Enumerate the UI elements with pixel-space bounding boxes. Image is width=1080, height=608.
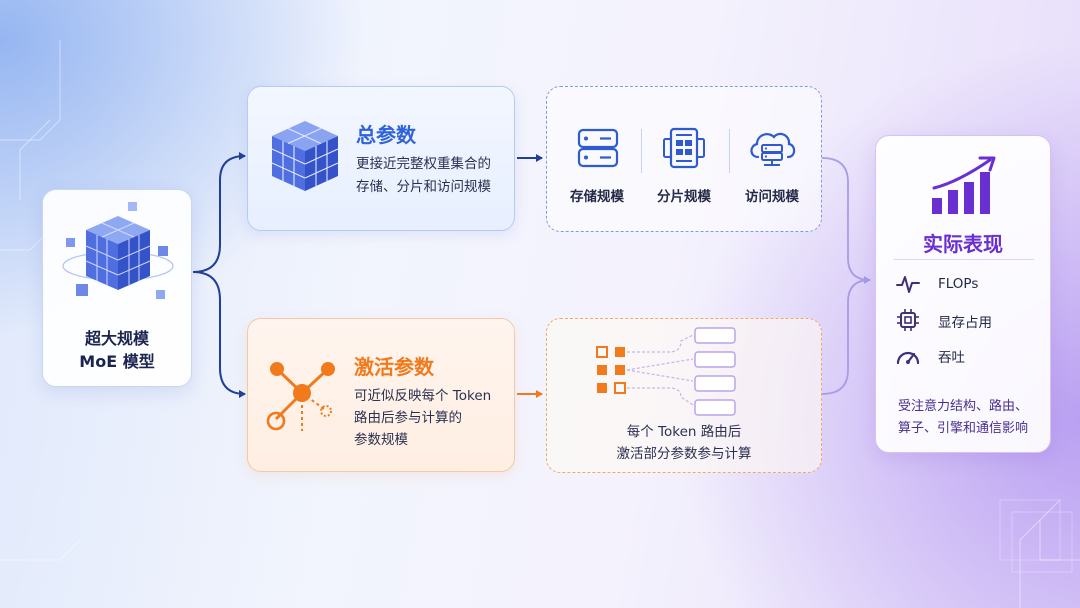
performance-item-memory: 显存占用: [938, 315, 992, 331]
routing-line1: 每个 Token 路由后: [626, 424, 742, 440]
divider: [641, 129, 642, 173]
divider: [894, 259, 1034, 260]
node-network-icon: [266, 362, 335, 431]
active-params-title: 激活参数: [354, 355, 434, 379]
active-params-card: 激活参数 可近似反映每个 Token 路由后参与计算的 参数规模: [247, 318, 515, 472]
total-params-card: 总参数 更接近完整权重集合的 存储、分片和访问规模: [247, 86, 515, 231]
active-params-desc-line3: 参数规模: [354, 432, 408, 448]
scale-box: 存储规模 分片规模 访问规模: [546, 86, 822, 232]
performance-item-throughput: 吞吐: [938, 350, 965, 366]
total-params-title: 总参数: [356, 123, 416, 147]
server-icon: [577, 128, 619, 168]
connector-model-to-active: [192, 271, 246, 398]
connector-model-to-total: [192, 152, 246, 273]
moe-model-card: 超大规模 MoE 模型: [42, 189, 192, 387]
total-params-desc-line1: 更接近完整权重集合的: [356, 156, 491, 172]
model-title-line2: MoE 模型: [79, 352, 155, 371]
scale-label-storage: 存储规模: [570, 189, 624, 205]
connector-routing-to-perf: [821, 279, 871, 395]
model-title-line1: 超大规模: [84, 329, 149, 348]
routing-box: 每个 Token 路由后 激活部分参数参与计算: [546, 318, 822, 473]
divider: [729, 129, 730, 173]
shard-icon: [663, 127, 705, 169]
routing-line2: 激活部分参数参与计算: [616, 446, 752, 462]
gauge-icon: [896, 351, 920, 365]
pulse-icon: [896, 276, 920, 293]
cube-stack-icon: [271, 121, 339, 191]
routing-grid-icon: [596, 327, 736, 416]
performance-card: 实际表现 FLOPs 显存占用 吞吐 受注意力结构、路由、 算子、引擎和通信影响: [875, 135, 1051, 453]
active-params-desc-line1: 可近似反映每个 Token: [354, 388, 492, 404]
scale-label-shard: 分片规模: [657, 189, 711, 205]
chip-icon: [897, 309, 919, 331]
performance-note-line1: 受注意力结构、路由、: [897, 399, 1028, 414]
active-params-desc-line2: 路由后参与计算的: [354, 410, 462, 426]
scale-label-access: 访问规模: [745, 189, 799, 205]
growth-chart-icon: [932, 156, 996, 214]
performance-note-line2: 算子、引擎和通信影响: [897, 421, 1028, 436]
performance-title: 实际表现: [923, 232, 1003, 256]
performance-item-flops: FLOPs: [938, 276, 979, 292]
total-params-desc-line2: 存储、分片和访问规模: [356, 179, 491, 195]
connector-scale-to-perf: [821, 157, 871, 284]
cloud-access-icon: [750, 132, 796, 166]
cube-cluster-icon: [62, 202, 174, 299]
